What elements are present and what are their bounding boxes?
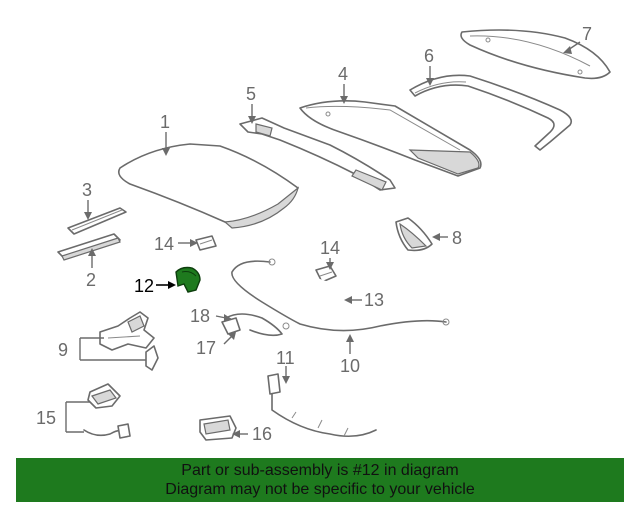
callout-11: 11 xyxy=(276,348,295,368)
part-16-latch[interactable] xyxy=(199,415,237,441)
callout-8: 8 xyxy=(452,228,462,248)
callout-3: 3 xyxy=(82,180,92,200)
part-3-molding[interactable] xyxy=(67,207,127,235)
callout-7: 7 xyxy=(582,24,592,44)
callout-9: 9 xyxy=(58,340,68,360)
part-10-cable[interactable] xyxy=(231,258,450,332)
callout-18: 18 xyxy=(190,306,210,326)
callout-12: 12 xyxy=(134,276,154,296)
part-5-front-bow[interactable] xyxy=(239,117,396,191)
part-8-corner-trim[interactable] xyxy=(395,217,433,252)
part-11-harness[interactable] xyxy=(267,373,377,438)
part-2-molding[interactable] xyxy=(57,233,121,261)
callout-numbers: 1 5 4 6 7 3 2 14 8 12 14 13 18 17 9 10 1… xyxy=(36,24,592,444)
callout-5: 5 xyxy=(246,84,256,104)
callout-14-left: 14 xyxy=(154,234,174,254)
callout-12-leader xyxy=(156,281,176,289)
callout-1: 1 xyxy=(160,112,170,132)
part-1-roof-panel[interactable] xyxy=(117,143,300,229)
info-banner: Part or sub-assembly is #12 in diagram D… xyxy=(16,458,624,502)
parts-diagram: 1 5 4 6 7 3 2 14 8 12 14 13 18 17 9 10 1… xyxy=(36,24,611,444)
part-9-hinge-assembly[interactable] xyxy=(99,311,159,371)
callout-2: 2 xyxy=(86,270,96,290)
part-6-rear-bow[interactable] xyxy=(409,74,573,151)
callout-13: 13 xyxy=(364,290,384,310)
callout-15: 15 xyxy=(36,408,56,428)
part-14-clip-left[interactable] xyxy=(195,235,217,251)
callout-10: 10 xyxy=(340,356,360,376)
callout-16: 16 xyxy=(252,424,272,444)
callout-6: 6 xyxy=(424,46,434,66)
part-18-cable-bracket[interactable] xyxy=(221,313,283,337)
part-15-sensor[interactable] xyxy=(83,383,131,439)
part-7-rear-glass[interactable] xyxy=(460,29,611,80)
callout-leaders xyxy=(65,41,581,438)
callout-14-right: 14 xyxy=(320,238,340,258)
part-14-clip-right[interactable] xyxy=(315,265,337,283)
callout-17: 17 xyxy=(196,338,216,358)
part-12-highlighted[interactable] xyxy=(175,266,201,293)
callout-4: 4 xyxy=(338,64,348,84)
banner-line-2: Diagram may not be specific to your vehi… xyxy=(165,481,475,498)
part-4-center-panel[interactable] xyxy=(299,100,482,177)
banner-line-1: Part or sub-assembly is #12 in diagram xyxy=(181,462,459,479)
